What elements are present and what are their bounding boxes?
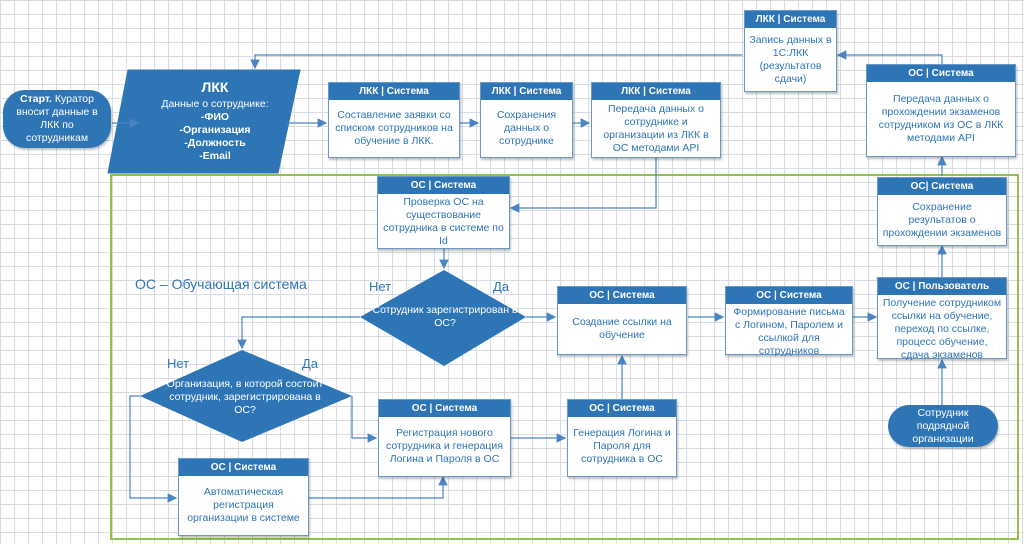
os-frame [110,174,1019,540]
box-text: Регистрация нового сотрудника и генераци… [386,427,503,465]
box-header: ОС | Система [867,65,1015,82]
box-text: Сохранения данных о сотруднике [496,109,557,147]
decision-org-yes-label: Да [302,356,319,371]
box-header: ОС | Система [568,400,676,417]
lkk-data-node: ЛКК Данные о сотруднике: -ФИО -Организац… [150,72,280,172]
box-header: ОС | Система [179,459,308,476]
box-text: Проверка ОС на существование сотрудника … [383,196,504,247]
zayavka-box: ЛКК | Система Составление заявки со спис… [328,82,460,158]
box-text: Запись данных в 1С:ЛКК (результатов сдач… [749,33,832,85]
os-transfer-box: ОС | Система Передача данных о прохожден… [866,64,1016,157]
box-text: Составление заявки со списком сотруднико… [335,109,453,147]
os-title: ОС – Обучающая система [135,276,307,292]
decision-org-no-label: Нет [167,356,190,371]
box-text: Генерация Логина и Пароля для сотрудника… [573,427,671,465]
lkk-subtitle: Данные о сотруднике: [161,98,269,110]
decision-emp-no-label: Нет [369,279,392,294]
create-link-box: ОС | Система Создание ссылки на обучение [557,286,687,355]
decision-org-text: Организация, в которой состоит сотрудник… [166,377,324,416]
save-employee-box: ЛКК | Система Сохранения данных о сотруд… [480,82,573,158]
box-header: ЛКК | Система [329,83,459,100]
start-node: Старт. Куратор вносит данные в ЛКК по со… [3,90,111,148]
box-text: Автоматическая регистрация организации в… [187,486,300,524]
start-bold: Старт. [20,93,52,105]
user-flow-box: ОС | Пользователь Получение сотрудником … [877,277,1007,361]
box-header: ЛКК | Система [745,11,836,28]
box-header: ОС | Пользователь [878,278,1006,295]
box-text: Получение сотрудником ссылки на обучение… [882,297,1002,361]
register-employee-box: ОС | Система Регистрация нового сотрудни… [378,399,511,477]
box-text: Передача данных о прохождении экзаменов … [878,93,1004,144]
check-id-box: ОС | Система Проверка ОС на существовани… [377,176,510,249]
gen-login-box: ОС | Система Генерация Логина и Пароля д… [567,399,677,477]
decision-emp-shape [360,270,526,366]
box-header: ОС | Система [379,400,510,417]
lkk-field-org: -Организация [179,124,251,136]
api-transfer-box: ЛКК | Система Передача данных о сотрудни… [591,82,721,158]
letter-box: ОС | Система Формирование письма с Логин… [725,286,853,357]
box-header: ОС | Система [378,177,509,194]
box-header: ОС | Система [726,287,852,304]
record-1c-box: ЛКК | Система Запись данных в 1С:ЛКК (ре… [744,10,837,92]
auto-org-box: ОС | Система Автоматическая регистрация … [178,458,309,536]
box-text: Создание ссылки на обучение [572,316,672,341]
decision-emp-text: Сотрудник зарегистрирован в ОС? [372,304,518,329]
lkk-field-position: -Должность [184,137,246,149]
box-header: ОС| Система [878,178,1006,195]
lkk-title: ЛКК [201,79,229,95]
lkk-field-email: -Email [199,150,231,162]
contractor-node: Сотрудник подрядной организации [888,405,998,447]
save-results-box: ОС| Система Сохранение результатов о про… [877,177,1007,246]
box-header: ЛКК | Система [592,83,720,100]
box-text: Передача данных о сотруднике и организац… [603,102,709,154]
lkk-field-fio: -ФИО [200,111,230,123]
box-header: ЛКК | Система [481,83,572,100]
lkk-data-shape [107,69,301,174]
box-text: Сохранение результатов о прохождении экз… [882,200,1002,239]
box-header: ОС | Система [558,287,686,304]
decision-org-shape [140,350,352,442]
box-text: Формирование письма с Логином, Паролем и… [733,306,845,357]
start-text: Куратор вносит данные в ЛКК по сотрудник… [16,93,98,144]
decision-emp-yes-label: Да [493,279,510,294]
